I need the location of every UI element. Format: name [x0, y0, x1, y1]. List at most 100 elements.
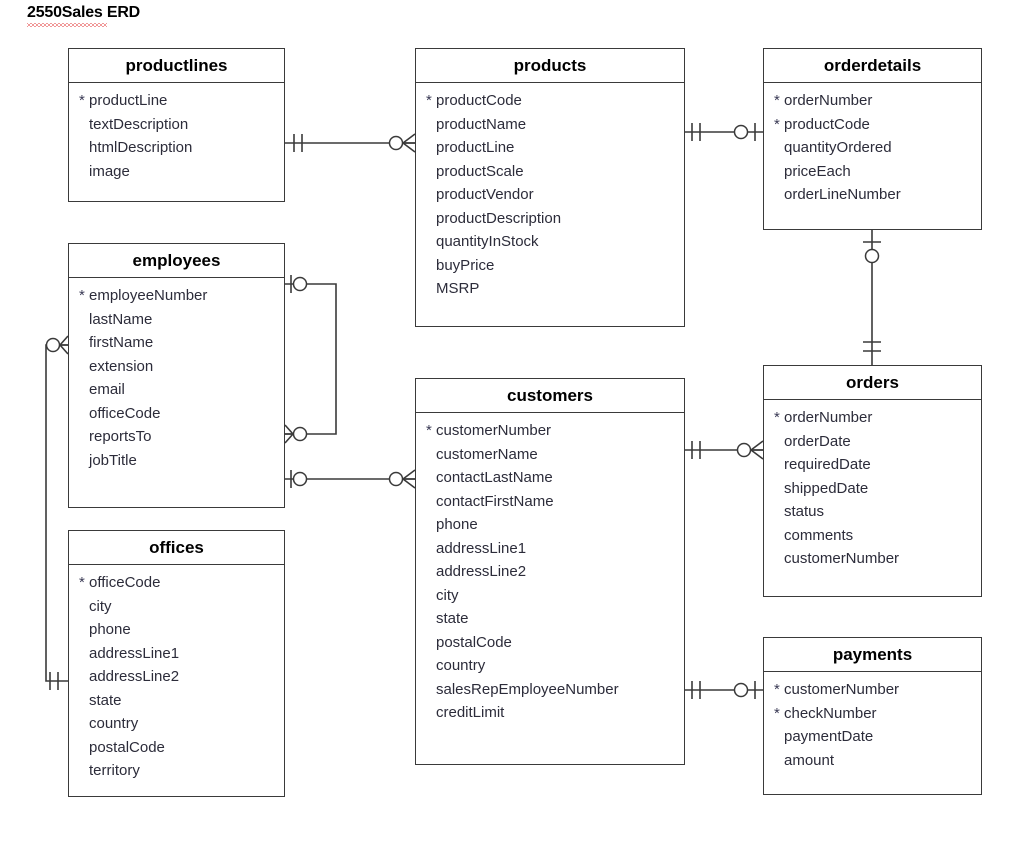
attribute-row: city — [436, 586, 459, 604]
attribute-row: state — [89, 691, 122, 709]
attribute-row: paymentDate — [784, 728, 874, 745]
pk-marker: * — [426, 422, 432, 439]
attribute-row: productName — [436, 115, 527, 133]
entity-productlines-attributes: *productLine textDescription htmlDescrip… — [69, 83, 284, 183]
entity-products-attributes: *productCode productName productLine pro… — [416, 83, 684, 301]
entity-products-title: products — [416, 49, 684, 83]
attribute-row: *orderNumber — [764, 89, 981, 113]
attribute-row: jobTitle — [89, 451, 137, 469]
attribute-row: priceEach — [784, 162, 851, 180]
entity-orders[interactable]: orders *orderNumber orderDate requiredDa… — [763, 365, 982, 597]
attribute-row: htmlDescription — [89, 139, 193, 156]
attribute-row: country — [436, 657, 486, 674]
attribute-row: phone — [89, 621, 131, 638]
attribute-row: customerName — [436, 445, 538, 463]
entity-productlines-title: productlines — [69, 49, 284, 83]
attribute-row: *orderNumber — [764, 406, 981, 430]
attribute-row: quantityInStock — [436, 233, 539, 250]
attribute-row: officeCode — [89, 404, 161, 422]
entity-payments-attributes: *customerNumber *checkNumber paymentDate… — [764, 672, 981, 772]
attribute-row: requiredDate — [784, 456, 871, 473]
attribute-row: country — [89, 715, 139, 732]
attribute-row: addressLine2 — [89, 668, 180, 685]
relationship-customers-payments — [685, 681, 763, 699]
attribute-row: comments — [784, 526, 854, 544]
entity-customers[interactable]: customers *customerNumber customerName c… — [415, 378, 685, 765]
entity-orderdetails-title: orderdetails — [764, 49, 981, 83]
pk-marker: * — [774, 681, 780, 698]
attribute-row: amount — [784, 751, 835, 769]
relationship-productlines-products — [285, 133, 416, 153]
pk-marker: * — [774, 704, 780, 722]
entity-payments[interactable]: payments *customerNumber *checkNumber pa… — [763, 637, 982, 795]
pk-marker: * — [79, 287, 85, 304]
entity-products[interactable]: products *productCode productName produc… — [415, 48, 685, 327]
attribute-row: reportsTo — [89, 428, 152, 445]
attribute-row: MSRP — [436, 280, 480, 297]
pk-marker: * — [774, 115, 780, 133]
entity-employees-title: employees — [69, 244, 284, 278]
attribute-row: quantityOrdered — [784, 139, 892, 156]
attribute-row: postalCode — [89, 738, 165, 756]
relationship-employees-self-reportsto — [284, 275, 337, 444]
entity-productlines[interactable]: productlines *productLine textDescriptio… — [68, 48, 285, 202]
attribute-row: *employeeNumber — [69, 284, 284, 308]
attribute-row: addressLine2 — [436, 563, 527, 580]
attribute-row: contactFirstName — [436, 492, 554, 510]
attribute-row: city — [89, 597, 112, 615]
attribute-row: *checkNumber — [764, 702, 981, 726]
attribute-row: shippedDate — [784, 479, 869, 497]
attribute-row: extension — [89, 357, 154, 375]
relationship-orderdetails-orders — [863, 230, 881, 365]
attribute-row: *customerNumber — [764, 678, 981, 702]
attribute-row: orderLineNumber — [784, 186, 901, 203]
attribute-row: customerNumber — [784, 550, 900, 567]
attribute-row: postalCode — [436, 633, 512, 651]
attribute-row: productVendor — [436, 186, 534, 203]
pk-marker: * — [426, 92, 432, 109]
spellcheck-squiggle-underline — [27, 23, 107, 27]
relationship-employees-customers — [285, 469, 416, 489]
attribute-row: creditLimit — [436, 704, 505, 721]
attribute-row: image — [89, 162, 130, 180]
relationship-customers-orders — [685, 440, 764, 460]
pk-marker: * — [774, 92, 780, 109]
attribute-row: lastName — [89, 310, 153, 328]
page-title-text: 2550Sales ERD — [27, 4, 141, 21]
relationship-offices-employees — [45, 335, 69, 690]
attribute-row: salesRepEmployeeNumber — [436, 680, 619, 698]
attribute-row: contactLastName — [436, 469, 553, 486]
entity-payments-title: payments — [764, 638, 981, 672]
attribute-row: *productCode — [416, 89, 684, 113]
attribute-row: state — [436, 610, 469, 627]
entity-offices[interactable]: offices *officeCode city phone addressLi… — [68, 530, 285, 797]
attribute-row: productScale — [436, 162, 524, 180]
entity-orders-attributes: *orderNumber orderDate requiredDate ship… — [764, 400, 981, 571]
entity-orderdetails-attributes: *orderNumber *productCode quantityOrdere… — [764, 83, 981, 207]
attribute-row: territory — [89, 762, 140, 779]
attribute-row: email — [89, 381, 125, 398]
entity-employees-attributes: *employeeNumber lastName firstName exten… — [69, 278, 284, 472]
entity-orderdetails[interactable]: orderdetails *orderNumber *productCode q… — [763, 48, 982, 230]
attribute-row: *productLine — [69, 89, 284, 113]
entity-customers-title: customers — [416, 379, 684, 413]
attribute-row: productDescription — [436, 209, 562, 227]
attribute-row: orderDate — [784, 432, 851, 450]
page-title: 2550Sales ERD — [27, 4, 141, 27]
attribute-row: addressLine1 — [436, 539, 527, 557]
entity-orders-title: orders — [764, 366, 981, 400]
attribute-row: phone — [436, 516, 478, 533]
pk-marker: * — [79, 92, 85, 109]
attribute-row: *customerNumber — [416, 419, 684, 443]
attribute-row: productLine — [436, 139, 515, 156]
attribute-row: *officeCode — [69, 571, 284, 595]
entity-employees[interactable]: employees *employeeNumber lastName first… — [68, 243, 285, 508]
attribute-row: firstName — [89, 334, 154, 351]
pk-marker: * — [774, 409, 780, 426]
relationship-products-orderdetails — [685, 123, 763, 141]
entity-customers-attributes: *customerNumber customerName contactLast… — [416, 413, 684, 725]
attribute-row: textDescription — [89, 115, 189, 133]
attribute-row: buyPrice — [436, 256, 495, 274]
attribute-row: addressLine1 — [89, 644, 180, 662]
